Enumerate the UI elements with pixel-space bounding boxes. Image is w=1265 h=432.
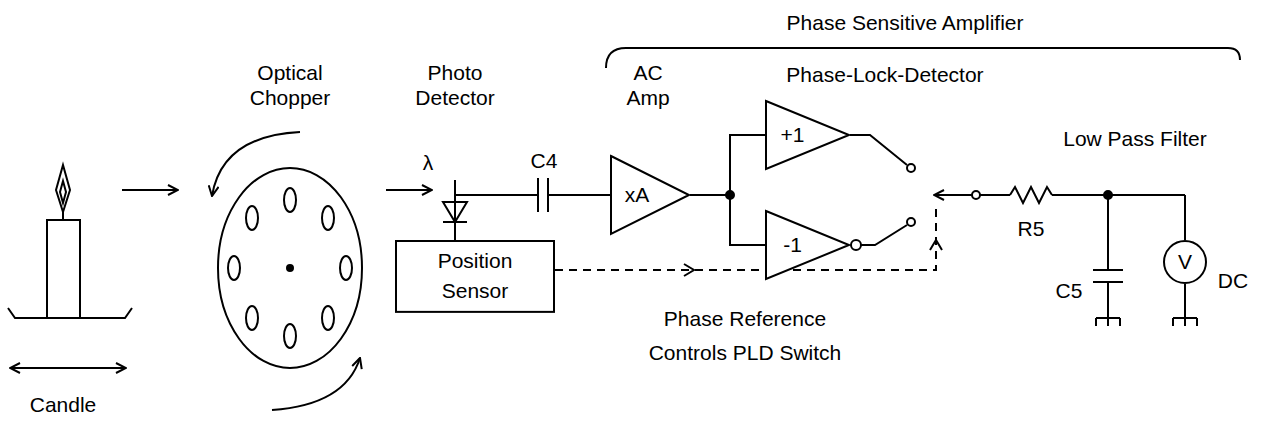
wire-connector	[690, 135, 765, 195]
inverter-triangle: -1	[765, 210, 850, 280]
circle-outline	[1164, 241, 1206, 283]
node-outline	[610, 155, 690, 235]
photodiode-symbol	[443, 180, 467, 242]
candle-drawing	[8, 165, 132, 318]
block-label: Photo Detector	[400, 60, 510, 110]
triangle-outline	[766, 101, 849, 169]
chopper-wheel	[212, 132, 362, 410]
signal-label: Phase Reference Controls PLD Switch	[625, 302, 865, 369]
box-outline	[396, 241, 554, 312]
buffer-triangle: +1	[765, 100, 850, 170]
motion-arrow	[10, 367, 126, 369]
block-label: Phase-Lock-Detector	[755, 62, 1015, 87]
block-label: Optical Chopper	[230, 60, 350, 110]
position-sensor-box: Position Sensor	[395, 240, 555, 313]
node-text: xA	[625, 180, 650, 210]
light-arrow	[122, 189, 178, 191]
object-label: Candle	[13, 392, 113, 417]
triangle-outline	[766, 211, 849, 279]
component-label: R5	[1011, 216, 1051, 241]
node-text: Position Sensor	[415, 246, 535, 307]
triangle-outline	[611, 156, 689, 234]
voltmeter-circle: V	[1163, 240, 1207, 284]
amplifier-triangle: xA	[610, 155, 690, 235]
component-label: C5	[1051, 278, 1087, 303]
group-label: Phase Sensitive Amplifier	[745, 10, 1065, 35]
block-label: Low Pass Filter	[1030, 126, 1240, 151]
capacitor-symbol	[455, 178, 610, 212]
node-text: -1	[783, 230, 802, 260]
node-text: +1	[781, 120, 805, 150]
signal-label: DC	[1213, 268, 1253, 293]
node-outline	[765, 210, 850, 280]
block-label: AC Amp	[618, 60, 678, 110]
switch-symbol	[850, 135, 980, 250]
node-outline	[765, 100, 850, 170]
component-label: C4	[524, 148, 564, 173]
wavelength-symbol: λ	[416, 150, 440, 175]
node-text: V	[1178, 247, 1192, 277]
light-arrow	[386, 189, 432, 191]
wire-connector	[690, 195, 765, 245]
